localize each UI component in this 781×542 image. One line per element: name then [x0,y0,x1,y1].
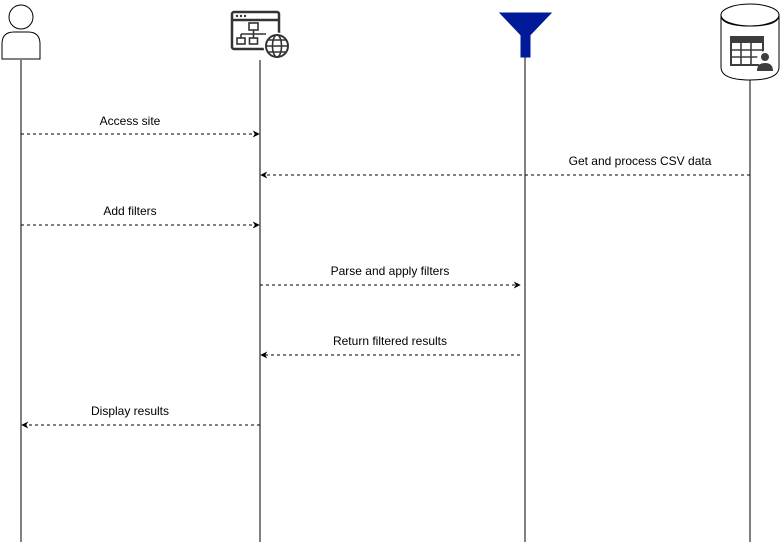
message-label: Display results [91,404,169,418]
message-add-filters[interactable]: Add filters [21,204,260,229]
message-get-process-csv[interactable]: Get and process CSV data [260,154,750,179]
user-icon[interactable] [1,4,41,60]
message-label: Get and process CSV data [569,154,712,168]
message-label: Add filters [103,204,156,218]
funnel-icon[interactable] [498,12,553,58]
message-label: Access site [100,114,161,128]
message-label: Parse and apply filters [331,264,450,278]
message-parse-apply-filters[interactable]: Parse and apply filters [260,264,521,289]
messages: Access site Get and process CSV data Add… [21,114,750,429]
database-table-user-icon[interactable] [720,3,780,81]
lifelines [20,56,751,542]
message-display-results[interactable]: Display results [21,404,260,429]
message-label: Return filtered results [333,334,447,348]
message-access-site[interactable]: Access site [21,114,260,138]
website-sitemap-icon[interactable] [230,10,291,60]
message-return-filtered-results[interactable]: Return filtered results [260,334,520,359]
